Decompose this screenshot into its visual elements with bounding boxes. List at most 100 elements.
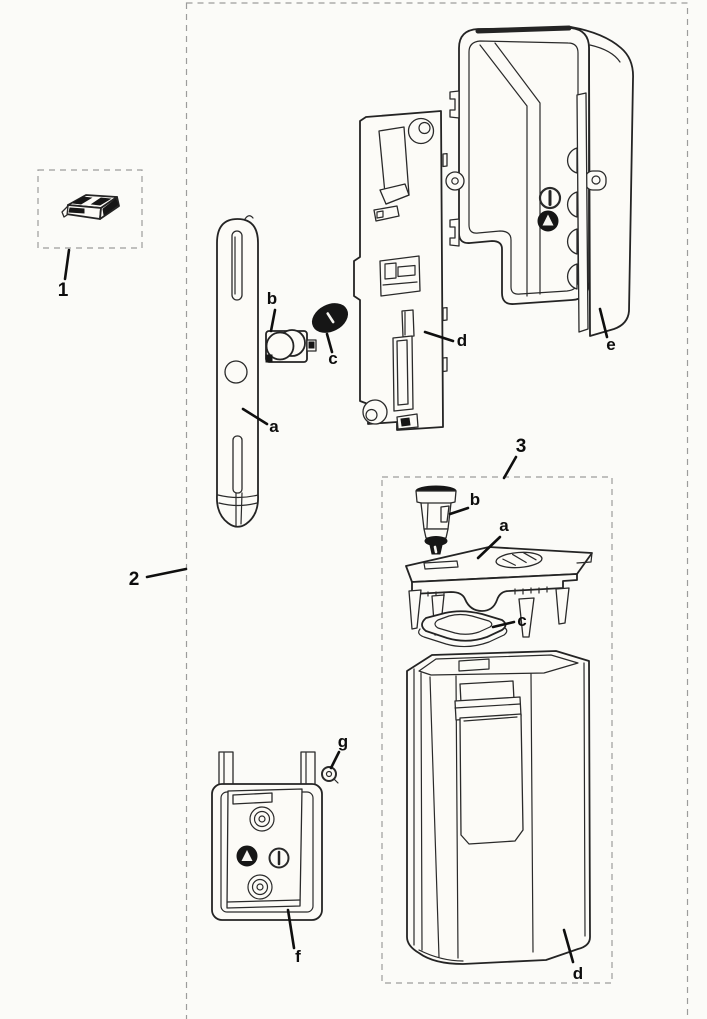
part-c-grommet: c <box>311 303 349 368</box>
bracket-slot <box>232 792 273 805</box>
part-3a-mounting-plate: a <box>405 516 593 638</box>
part-g-screw: g <box>321 732 348 784</box>
cover-left-screw-hole <box>451 177 459 185</box>
callout-line-b3 <box>448 506 470 516</box>
bin-rim-inner <box>418 654 579 676</box>
rail-foot-line-2 <box>218 502 258 507</box>
panel-upper-flap <box>379 183 410 205</box>
callout-label-2: 2 <box>129 569 140 590</box>
latch-tab-notch <box>308 341 315 349</box>
cover-symbol-triangle <box>542 214 554 226</box>
cover-inner-strip <box>576 92 589 333</box>
part-d-bracket-panel: d <box>353 110 467 431</box>
callout-label-c2: c <box>328 349 337 368</box>
grommet-slit <box>326 312 335 324</box>
plate-front-skirt <box>411 573 578 612</box>
panel-recess-line <box>382 281 418 286</box>
latch-corner-mark <box>265 354 273 363</box>
panel-bottom-boss <box>362 399 388 425</box>
bracket-bottom-line <box>226 899 301 903</box>
boundary-3-dashed-rect <box>381 476 613 984</box>
cover-top-band <box>475 25 572 34</box>
callout-label-1: 1 <box>58 280 69 301</box>
screw-center <box>325 770 333 778</box>
callout-line-1 <box>63 248 71 281</box>
latch-roller-front <box>265 331 295 361</box>
callout-label-e2: e <box>606 335 615 354</box>
plate-vent-ribs <box>502 552 537 566</box>
callout-label-a2: a <box>269 417 279 436</box>
clip-stripe-1 <box>71 196 93 205</box>
rail-lower-slot <box>232 435 243 494</box>
plate-skirt-ribs <box>427 586 548 597</box>
strap-inner-hole <box>434 613 493 635</box>
bracket-coil-bottom-inner <box>256 883 264 891</box>
cover-left-screw-ear <box>445 171 465 191</box>
callout-label-d3: d <box>573 964 583 983</box>
panel-small-window <box>401 309 415 338</box>
boundary-2-dashed-rect <box>185 2 689 1019</box>
panel-recess-bar <box>397 264 416 278</box>
panel-bottom-clip-notch <box>400 417 411 427</box>
bracket-ring-boss <box>268 847 290 869</box>
bracket-post-right <box>300 751 316 787</box>
callout-line-b2 <box>269 308 277 333</box>
cover-symbol-ring <box>538 186 562 210</box>
bracket-plate <box>226 788 303 909</box>
cap-band <box>423 528 449 539</box>
plate-leg-3 <box>518 597 535 638</box>
part-a-mounting-rail: a <box>216 215 279 528</box>
bracket-post-lines <box>223 752 307 785</box>
cap-ring <box>424 536 448 546</box>
bin-lip-line <box>454 703 521 709</box>
bracket-coil-top-inner <box>258 815 266 823</box>
part-1-clip <box>61 194 120 220</box>
cover-side-curve <box>589 44 621 63</box>
clip-stripe-2 <box>90 197 112 206</box>
panel-lower-slot <box>396 339 409 406</box>
clip-stripe-4 <box>68 207 85 214</box>
cover-chute-lines <box>479 42 541 297</box>
panel-edge-tabs <box>442 152 448 373</box>
callout-label-c3: c <box>517 611 526 630</box>
rail-hole <box>224 360 248 384</box>
panel-bottom-boss-inner <box>365 408 378 422</box>
callout-label-d2: d <box>457 331 467 350</box>
bin-rim-ledge <box>458 658 490 672</box>
bin-right-edge-line <box>583 662 586 937</box>
assembly-boundary-3: 3 <box>381 436 613 984</box>
callout-line-d3 <box>562 928 575 964</box>
panel-flap-foot-notch <box>376 210 384 219</box>
bracket-coil-bottom-mid <box>251 878 269 896</box>
rail-top-nub <box>244 215 254 220</box>
part-3d-container: d <box>406 650 591 983</box>
screw-head <box>321 766 337 782</box>
plate-left-slot <box>423 560 459 570</box>
strap-lower-edge <box>418 627 508 648</box>
bin-bottom-curve <box>418 949 464 962</box>
bin-left-edge-lines <box>413 668 423 951</box>
callout-line-a3 <box>476 535 502 560</box>
callout-line-a2 <box>241 407 269 426</box>
bracket-boss-triangle <box>241 850 253 861</box>
cover-left-tab-lower <box>449 218 460 247</box>
bracket-coil-top-mid <box>253 810 271 828</box>
cap-foot-slit <box>433 545 438 554</box>
assembly-boundary-2: 2 <box>129 2 689 1019</box>
part-3c-clip-strap: c <box>418 610 527 648</box>
panel-recess-box <box>384 262 397 280</box>
part-b-latch: b <box>265 289 317 363</box>
bracket-post-left <box>218 751 234 787</box>
callout-line-e2 <box>598 307 609 339</box>
bin-front-left-edge <box>429 676 440 958</box>
callout-line-c3 <box>491 620 516 629</box>
plate-right-step <box>576 552 593 564</box>
plate-vent <box>495 551 543 569</box>
callout-line-3 <box>502 455 518 480</box>
cover-opening <box>468 40 579 295</box>
bin-panel-line <box>463 716 518 722</box>
bracket-coil-top-outer <box>249 806 275 832</box>
callout-label-3: 3 <box>516 436 527 457</box>
bin-channel-lines <box>455 673 534 959</box>
